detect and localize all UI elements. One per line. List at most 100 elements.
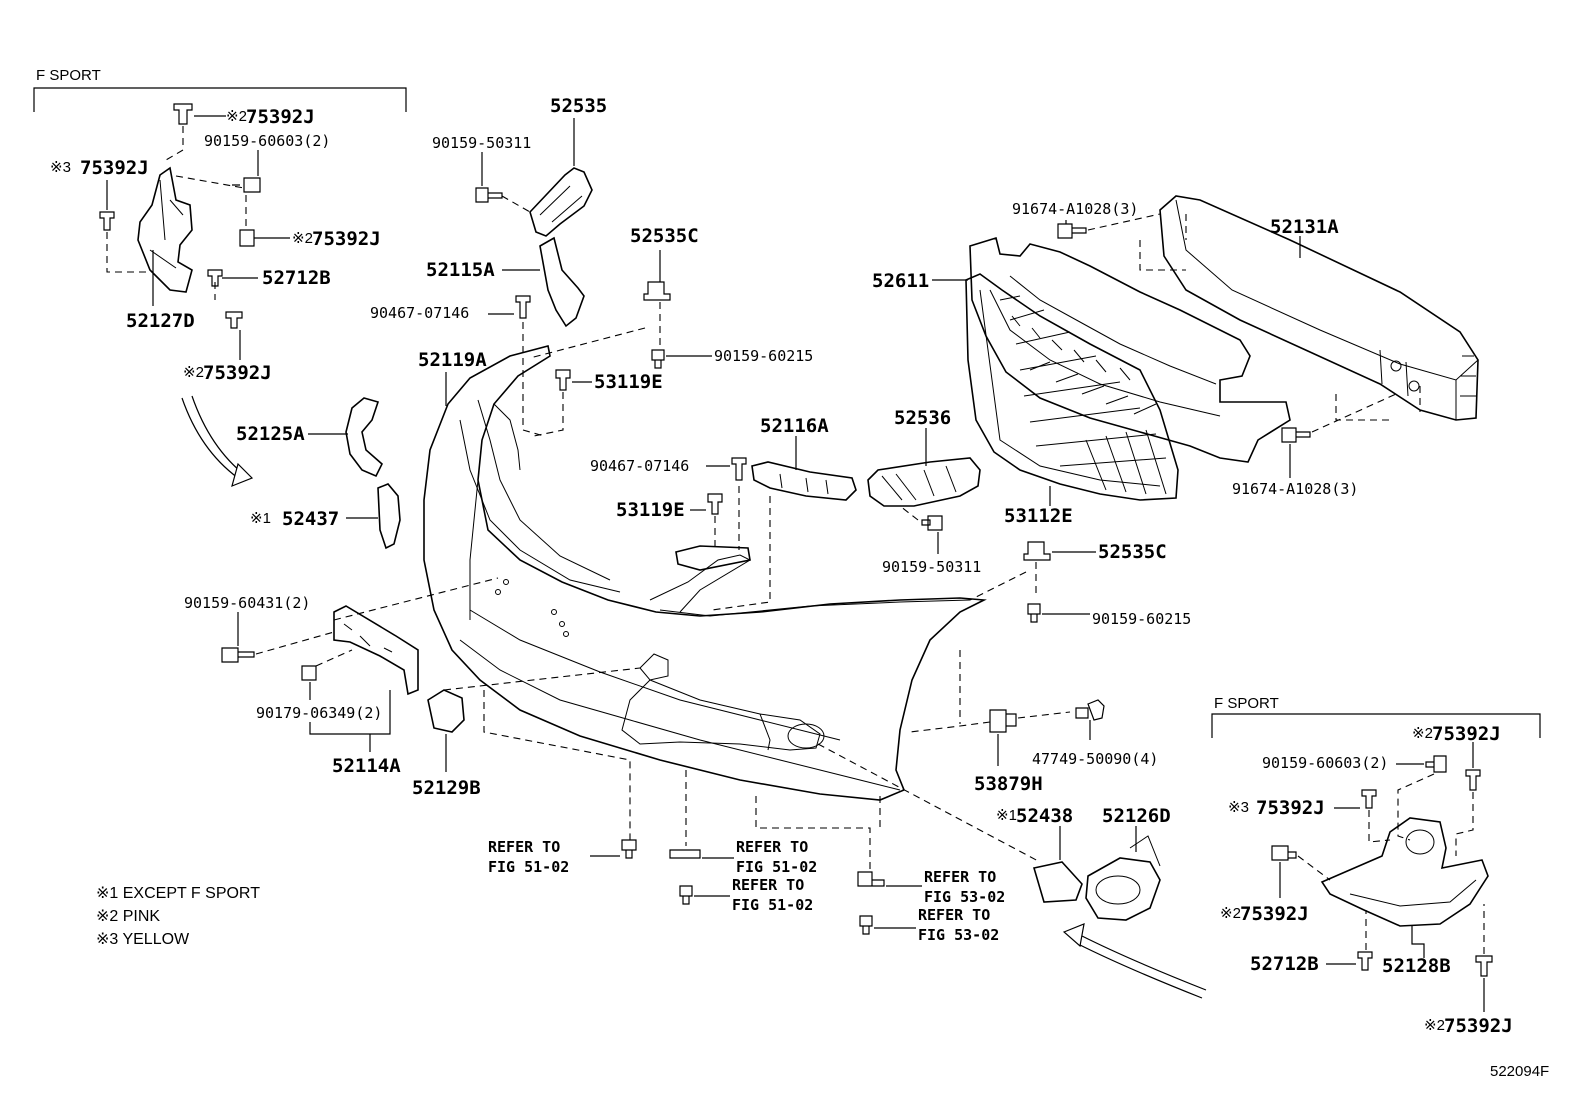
note-yellow: ※3 YELLOW [96,931,190,948]
part-47749-shape [1075,699,1105,721]
bolt-90159-60603-right [1425,755,1447,773]
f-sport-left-bracket [33,87,407,112]
svg-text:※1: ※1 [250,510,271,527]
bolt-refer-3 [679,885,693,905]
svg-text:FIG 51-02: FIG 51-02 [732,896,813,914]
f-sport-right-bracket [1211,713,1541,738]
f-sport-left-header: F SPORT [36,67,101,84]
bolt-90159-60215-top [651,349,665,369]
note-except-f-sport: ※1 EXCEPT F SPORT [96,885,260,902]
bolt-refer-1 [621,839,637,859]
label-91674-top: 91674-A1028(3) [1012,200,1138,218]
label-52535: 52535 [550,95,607,117]
clip-75392J-mid-left [239,229,255,247]
label-52119A: 52119A [418,349,487,371]
label-52129B: 52129B [412,777,481,799]
label-75392J-right-a: 75392J [1432,723,1501,745]
nut-52712B-right [1357,951,1373,971]
part-52127D-shape [137,166,193,293]
label-75392J-d: 75392J [203,362,272,384]
clip-53119E-top [555,369,571,391]
center-lower-bracket [675,545,751,571]
clip-52535C-mid [1023,541,1051,561]
label-52536: 52536 [894,407,951,429]
label-90159-50311-mid: 90159-50311 [882,558,981,576]
svg-text:※2: ※2 [1220,905,1241,922]
lower-right-center-parts: 52535C 90159-60215 53879H 47749-50090(4)… [817,541,1207,999]
label-52116A: 52116A [760,415,829,437]
bolt-91674-bottom [1281,427,1311,443]
figure-id: 522094F [1490,1063,1549,1080]
center-parts: 52116A 90467-07146 53119E 52536 90159-50… [590,407,981,611]
label-90159-60431: 90159-60431(2) [184,594,310,612]
label-52125A: 52125A [236,423,305,445]
label-90159-60603-left: 90159-60603(2) [204,132,330,150]
svg-text:FIG 51-02: FIG 51-02 [736,858,817,876]
label-52437: 52437 [282,508,339,530]
clip-53119E-mid [707,493,723,515]
f-sport-right-header: F SPORT [1214,695,1279,712]
label-52127D: 52127D [126,310,195,332]
label-53112E: 53112E [1004,505,1073,527]
top-center-parts: 52535 90159-50311 52115A 90467-07146 525… [370,95,813,437]
svg-text:FIG 51-02: FIG 51-02 [488,858,569,876]
label-75392J-right-c: 75392J [1240,903,1309,925]
label-75392J-right-d: 75392J [1444,1015,1513,1037]
svg-text:※2: ※2 [183,364,204,381]
label-53119E-top: 53119E [594,371,663,393]
label-90467-07146-mid: 90467-07146 [590,457,689,475]
reinforcement-52131A: 52131A 91674-A1028(3) 91674-A1028(3) [1012,195,1479,498]
label-75392J-right-b: 75392J [1256,797,1325,819]
refer-to-blocks: REFER TO FIG 51-02 REFER TO FIG 51-02 RE… [483,690,1005,944]
part-52129B-shape [427,689,465,733]
label-91674-bottom: 91674-A1028(3) [1232,480,1358,498]
part-52128B-shape [1320,817,1489,927]
bolt-91674-top [1057,223,1087,239]
nut-52712B-left [207,269,223,287]
clip-90467-07146-top [515,295,531,319]
clip-75392J-top-left [173,103,193,125]
note-pink: ※2 PINK [96,908,160,925]
part-52437-shape [377,483,401,550]
label-52126D: 52126D [1102,805,1171,827]
bumper-cover-52119A: 52119A [418,345,987,801]
left-side-parts: 52125A ※1 52437 90159-60431(2) 90179-063… [184,397,641,799]
label-90467-07146-top: 90467-07146 [370,304,469,322]
svg-text:※3: ※3 [50,159,71,176]
part-52115A-shape [539,236,585,328]
nut-90179-06349 [301,665,317,681]
svg-text:※2: ※2 [1412,725,1433,742]
bolt-90159-50311-mid [921,515,943,531]
label-75392J-a: 75392J [246,106,315,128]
label-52131A: 52131A [1270,216,1339,238]
label-52128B: 52128B [1382,955,1451,977]
svg-text:REFER TO: REFER TO [736,838,808,856]
label-90159-60215-mid: 90159-60215 [1092,610,1191,628]
label-47749-50090: 47749-50090(4) [1032,750,1158,768]
label-52611: 52611 [872,270,929,292]
svg-text:※2: ※2 [226,108,247,125]
label-90159-60215-top: 90159-60215 [714,347,813,365]
bolt-90159-60215-mid [1027,603,1041,623]
label-90159-50311-top: 90159-50311 [432,134,531,152]
clip-52535C-top [643,281,671,301]
svg-text:※2: ※2 [1424,1017,1445,1034]
clip-refer-4 [857,871,885,887]
f-sport-left-group: F SPORT ※2 75392J 90159-60603(2) ※3 7539… [33,67,407,488]
bolt-90159-60603-left [232,177,261,193]
part-52125A-shape [345,397,383,478]
arrow-right [1081,935,1207,991]
svg-text:※3: ※3 [1228,799,1249,816]
svg-text:FIG 53-02: FIG 53-02 [918,926,999,944]
label-90159-60603-right: 90159-60603(2) [1262,754,1388,772]
part-52116A-shape [751,461,857,501]
arrow-left [181,397,239,479]
label-52438: 52438 [1016,805,1073,827]
clip-75392J-right-a [1465,769,1481,791]
part-52535-shape [529,167,593,237]
clip-refer-2 [669,849,701,859]
bolt-90159-60431 [221,647,255,663]
label-52535C-mid: 52535C [1098,541,1167,563]
bolt-90159-50311-top [475,187,503,203]
part-53879H-shape [989,709,1017,733]
